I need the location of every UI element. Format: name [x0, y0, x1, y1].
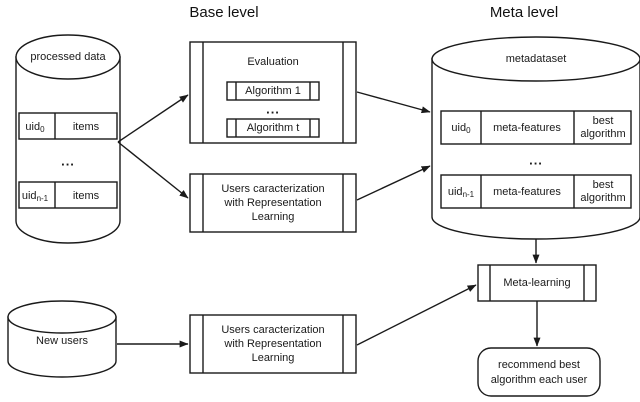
meta-learning-outer-box: [477, 264, 597, 302]
connector-processed-data-to-evaluation: [117, 94, 189, 143]
meta-learning-process: Meta-learning: [477, 264, 597, 302]
processed-data-rowN-uid: uidn-1: [22, 190, 49, 203]
users-caracterization-new-outer-box: [189, 314, 357, 374]
metadataset-row0-metafeatures: meta-features: [493, 122, 561, 134]
processed-data-label: processed data: [30, 51, 106, 63]
metadataset-rowN-best-line1: best: [593, 179, 614, 191]
users-caracterization-new-line2: with Representation: [223, 338, 321, 350]
evaluation-process: Evaluation Algorithm 1 ... Algorithm t: [189, 41, 357, 144]
connector-caracterization-to-metadataset: [356, 165, 431, 201]
new-users-store: New users: [7, 300, 117, 378]
metadataset-row0-uid: uid0: [451, 122, 471, 135]
recommendation-result-box: [477, 347, 601, 397]
algorithm-t-label: Algorithm t: [247, 122, 300, 134]
metadataset-body: [431, 58, 640, 240]
processed-data-row: uidn-1 items: [18, 181, 118, 209]
algorithm-item: Algorithm 1: [226, 81, 320, 101]
connector-processed-data-to-caracterization: [117, 141, 189, 199]
metadataset-rowN-metafeatures: meta-features: [493, 186, 561, 198]
algorithm-1-box: [226, 81, 320, 101]
users-caracterization-new-line1: Users caracterization: [221, 324, 324, 336]
processed-data-ellipsis: ...: [61, 153, 75, 168]
processed-data-body: [15, 56, 121, 244]
heading-meta-level: Meta level: [490, 4, 558, 21]
heading-base-level: Base level: [189, 4, 258, 21]
processed-data-top-ellipse: [15, 34, 121, 80]
recommendation-result: recommend best algorithm each user: [477, 347, 601, 397]
metadataset-top-ellipse: [431, 36, 640, 82]
evaluation-label: Evaluation: [247, 56, 298, 68]
processed-data-row0-box: [18, 112, 118, 140]
users-caracterization-line3: Learning: [252, 211, 295, 223]
metadataset-row: uidn-1 meta-features best algorithm: [440, 174, 632, 209]
new-users-top-ellipse: [7, 300, 117, 334]
evaluation-ellipsis: ...: [266, 101, 280, 116]
algorithm-item: Algorithm t: [226, 118, 320, 138]
users-caracterization-process: Users caracterization with Representatio…: [189, 173, 357, 233]
processed-data-row: uid0 items: [18, 112, 118, 140]
users-caracterization-process-new: Users caracterization with Representatio…: [189, 314, 357, 374]
connector-caracterization-new-to-meta-learning: [356, 284, 477, 346]
users-caracterization-line2: with Representation: [223, 197, 321, 209]
connector-evaluation-to-metadataset: [356, 91, 431, 114]
algorithm-1-label: Algorithm 1: [245, 85, 301, 97]
metadataset-store: metadataset uid0 meta-features best algo…: [431, 36, 640, 240]
metadataset-row0-best-line1: best: [593, 115, 614, 127]
users-caracterization-new-line3: Learning: [252, 352, 295, 364]
new-users-body: [7, 316, 117, 378]
metadataset-rowN-best-line2: algorithm: [580, 192, 625, 204]
processed-data-rowN-value: items: [73, 190, 100, 202]
processed-data-row0-uid: uid0: [25, 121, 45, 134]
metadataset-row0-box: [440, 110, 632, 145]
metadataset-row: uid0 meta-features best algorithm: [440, 110, 632, 145]
metadataset-rowN-box: [440, 174, 632, 209]
algorithm-t-box: [226, 118, 320, 138]
processed-data-store: processed data uid0 items ... uidn-1 ite…: [15, 34, 121, 244]
recommendation-result-line2: algorithm each user: [491, 374, 588, 386]
users-caracterization-line1: Users caracterization: [221, 183, 324, 195]
new-users-label: New users: [36, 335, 88, 347]
processed-data-rowN-box: [18, 181, 118, 209]
recommendation-result-line1: recommend best: [498, 359, 580, 371]
users-caracterization-outer-box: [189, 173, 357, 233]
meta-learning-label: Meta-learning: [503, 277, 570, 289]
metadataset-rowN-uid: uidn-1: [448, 186, 475, 199]
metadataset-label: metadataset: [506, 53, 567, 65]
processed-data-row0-value: items: [73, 121, 100, 133]
metadataset-row0-best-line2: algorithm: [580, 128, 625, 140]
metadataset-ellipsis: ...: [529, 152, 543, 167]
